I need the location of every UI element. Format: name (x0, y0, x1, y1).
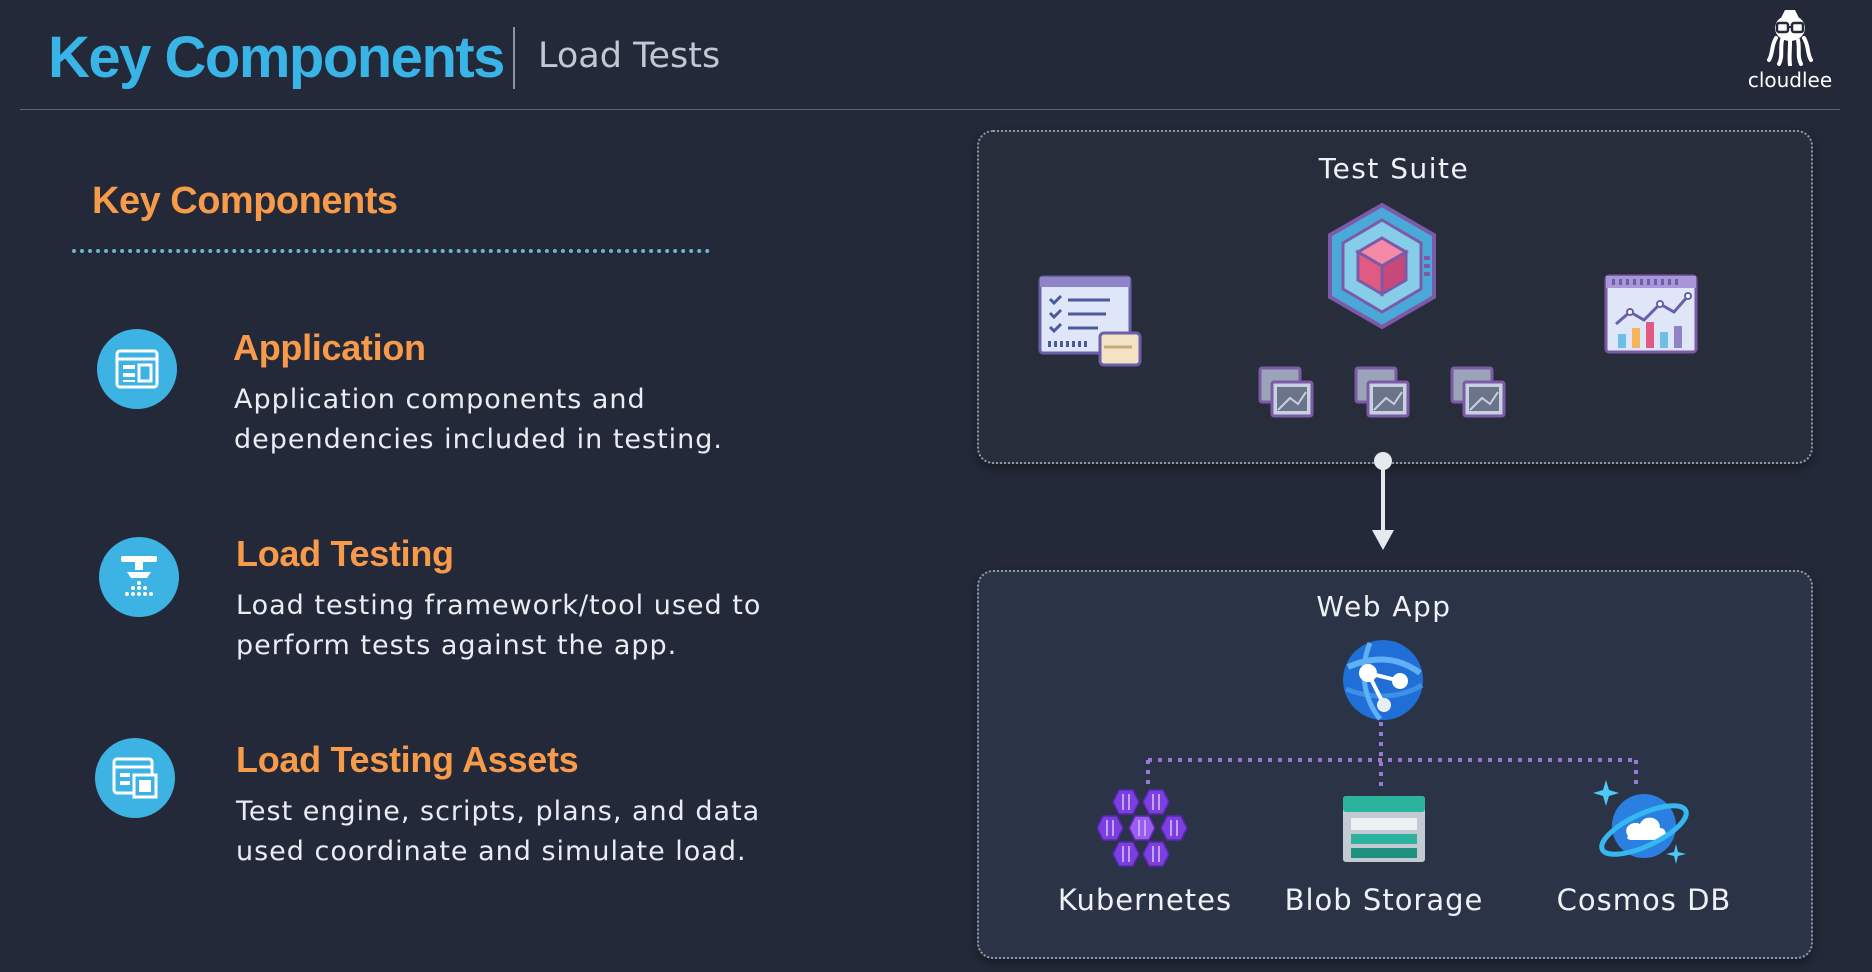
octopus-mascot-icon (1767, 10, 1813, 66)
asset-screen-icon (1258, 366, 1316, 426)
item-title-load-testing-assets: Load Testing Assets (236, 739, 579, 780)
report-chart-icon (1604, 274, 1698, 360)
load-testing-icon (99, 537, 179, 617)
kubernetes-icon (1096, 786, 1193, 874)
web-app-label: Web App (1316, 590, 1452, 623)
load-testing-assets-icon (95, 738, 175, 818)
blob-storage-icon (1341, 794, 1427, 868)
logo-text: cloudlee (1747, 68, 1833, 92)
desc-line: Application components and (234, 384, 646, 415)
cloudlee-logo: cloudlee (1740, 8, 1840, 100)
item-desc-load-testing-assets: Test engine, scripts, plans, and data us… (236, 792, 836, 872)
item-desc-application: Application components and dependencies … (234, 380, 794, 460)
desc-line: Test engine, scripts, plans, and data (236, 796, 761, 827)
cosmos-db-label: Cosmos DB (1556, 883, 1732, 917)
section-heading: Key Components (92, 180, 398, 222)
title-divider (513, 27, 515, 89)
web-app-panel (977, 570, 1813, 959)
desc-line: Load testing framework/tool used to (236, 590, 762, 621)
item-title-application: Application (233, 327, 426, 368)
desc-line: perform tests against the app. (236, 630, 678, 661)
asset-screen-icon (1354, 366, 1412, 426)
desc-line: dependencies included in testing. (234, 424, 724, 455)
item-title-load-testing: Load Testing (236, 533, 454, 574)
test-suite-label: Test Suite (1318, 152, 1470, 185)
header-rule (20, 109, 1840, 110)
kubernetes-label: Kubernetes (1057, 883, 1233, 917)
test-plan-checklist-icon (1038, 275, 1144, 375)
desc-line: used coordinate and simulate load. (236, 836, 747, 867)
asset-screen-icon (1450, 366, 1508, 426)
blob-storage-label: Blob Storage (1284, 883, 1484, 917)
page-title: Key Components (48, 25, 505, 90)
web-app-globe-icon (1340, 637, 1426, 727)
item-desc-load-testing: Load testing framework/tool used to perf… (236, 586, 836, 666)
test-engine-hexagon-icon (1326, 202, 1438, 334)
cosmos-db-icon (1592, 778, 1692, 878)
page-subtitle: Load Tests (538, 36, 721, 76)
application-window-icon (97, 329, 177, 409)
section-dotted-rule (72, 249, 710, 253)
